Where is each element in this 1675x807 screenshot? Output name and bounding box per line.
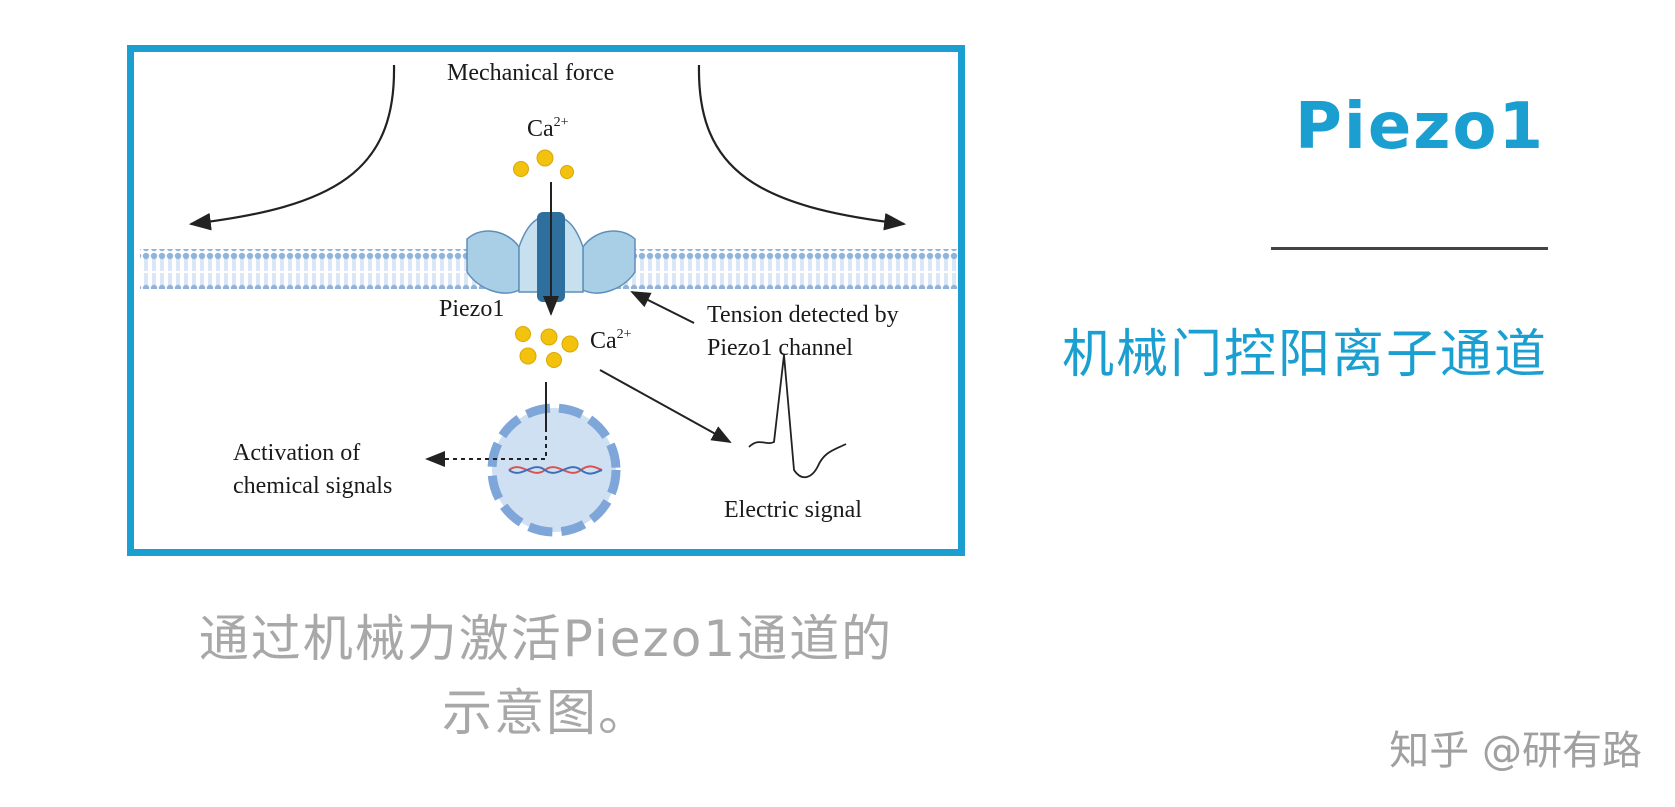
ca-top-label: Ca2+	[527, 115, 569, 142]
ca-mid-label: Ca2+	[590, 327, 632, 354]
force-arrow-left	[188, 64, 396, 231]
calcium-ions-extracellular	[513, 149, 574, 179]
tension-label-line1: Tension detected by	[707, 302, 899, 328]
divider-line	[1271, 247, 1548, 250]
activation-label-line2: chemical signals	[233, 473, 392, 499]
diagram-frame: Mechanical force Ca2+ Piezo1 Ca2+ Tensio…	[127, 45, 965, 556]
piezo1-label: Piezo1	[439, 296, 504, 322]
figure-caption: 通过机械力激活Piezo1通道的 示意图。	[127, 602, 965, 750]
caption-line-2: 示意图。	[442, 684, 650, 742]
watermark: 知乎 @研有路	[1389, 728, 1642, 774]
piezo1-diagram: Mechanical force Ca2+ Piezo1 Ca2+ Tensio…	[140, 60, 958, 537]
mechanical-force-label: Mechanical force	[447, 60, 614, 86]
tension-pointer	[630, 291, 695, 324]
ca-top-superscript: 2+	[554, 115, 569, 130]
nucleus	[487, 403, 621, 537]
ca-mid-superscript: 2+	[617, 327, 632, 342]
activation-label-line1: Activation of	[233, 440, 360, 466]
caption-line-1: 通过机械力激活Piezo1通道的	[198, 610, 894, 668]
electric-signal-waveform	[748, 354, 847, 479]
electric-signal-arrow	[599, 369, 732, 443]
calcium-ions-intracellular	[515, 326, 579, 368]
activation-dotted-arrow	[425, 428, 547, 467]
tension-label-line2: Piezo1 channel	[707, 335, 853, 361]
side-title: Piezo1	[1295, 90, 1545, 164]
side-subtitle: 机械门控阳离子通道	[1061, 325, 1548, 385]
electric-signal-label: Electric signal	[724, 497, 862, 523]
force-arrow-right	[697, 64, 907, 231]
